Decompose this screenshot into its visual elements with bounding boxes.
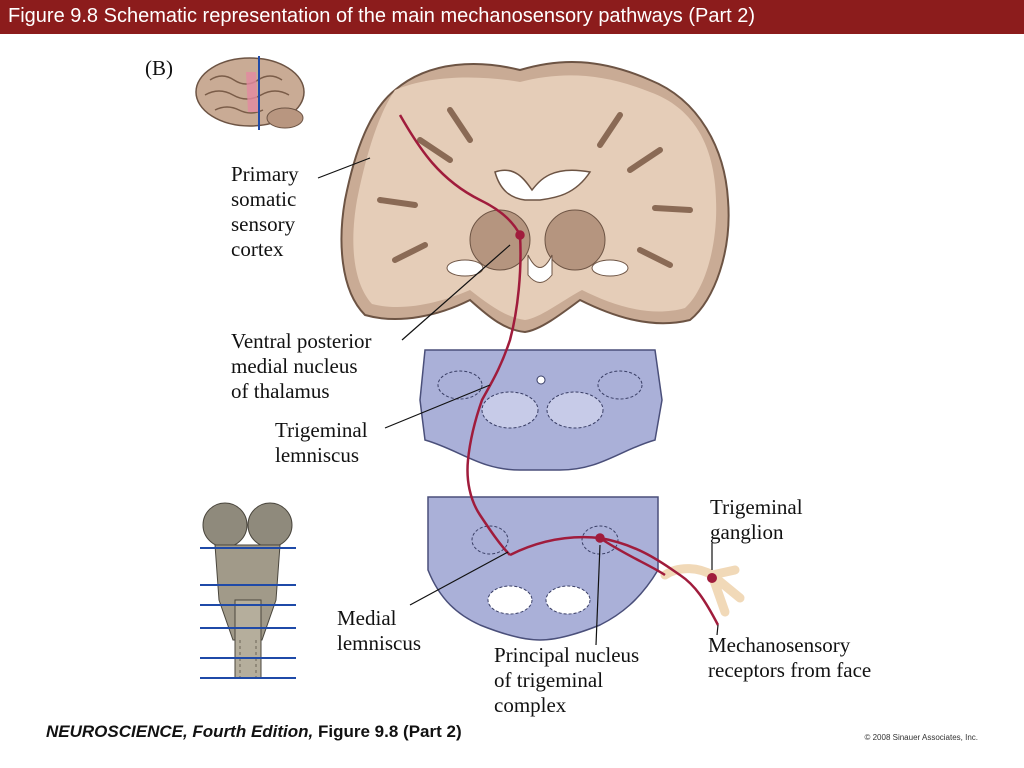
- label-mechanosensory-receptors: Mechanosensory receptors from face: [708, 633, 872, 682]
- label-trigeminal-lemniscus: Trigeminal lemniscus: [275, 418, 368, 467]
- trigeminal-ganglion-illustration: [660, 564, 745, 617]
- figure-citation: NEUROSCIENCE, Fourth Edition, Figure 9.8…: [46, 722, 462, 742]
- label-ventral-posterior-medial-nucleus: Ventral posterior medial nucleus of thal…: [231, 329, 372, 403]
- coronal-brain-section: [340, 60, 730, 334]
- page-title: Figure 9.8 Schematic representation of t…: [8, 5, 756, 27]
- label-medial-lemniscus: Medial lemniscus: [337, 606, 421, 655]
- mechanosensory-pathway: [398, 114, 720, 626]
- figure-reference: Figure 9.8 (Part 2): [313, 722, 462, 741]
- copyright-notice: © 2008 Sinauer Associates, Inc.: [864, 733, 978, 742]
- label-principal-nucleus-trigeminal-complex: Principal nucleus of trigeminal complex: [494, 643, 640, 717]
- lower-brainstem-section: [427, 496, 659, 641]
- label-trigeminal-ganglion: Trigeminal ganglion: [710, 495, 803, 544]
- book-edition: Fourth Edition,: [187, 722, 314, 741]
- brainstem-inset-illustration: [200, 502, 296, 679]
- panel-label: (B): [145, 56, 173, 80]
- leader-lines: [317, 157, 719, 646]
- brain-inset-illustration: [195, 56, 305, 130]
- label-primary-somatic-sensory-cortex: Primary somatic sensory cortex: [231, 162, 299, 261]
- book-title: NEUROSCIENCE,: [46, 722, 188, 741]
- title-bar: Figure 9.8 Schematic representation of t…: [0, 0, 1024, 34]
- upper-brainstem-section: [419, 349, 663, 471]
